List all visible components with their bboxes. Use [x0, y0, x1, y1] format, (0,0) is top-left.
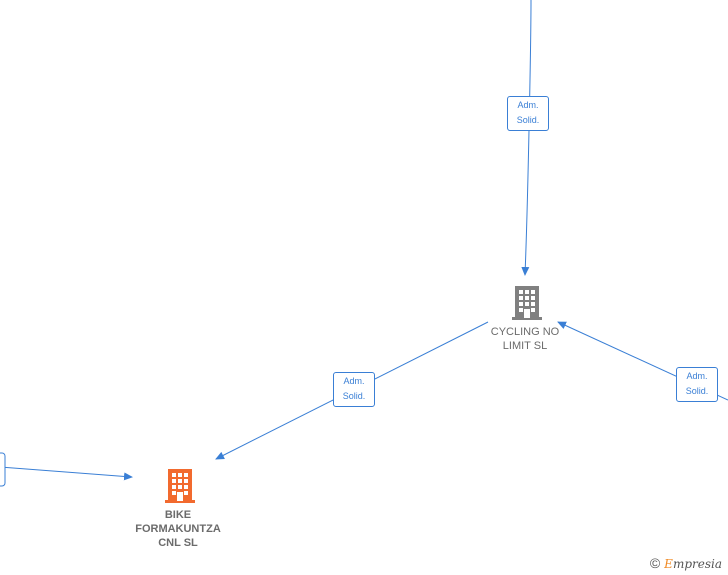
edge-label-top: Adm. Solid.: [507, 96, 549, 131]
edge-left-to-bike: [0, 466, 133, 481]
edge-label-line1: Adm.: [686, 371, 708, 381]
brand-initial: E: [664, 557, 673, 571]
node-label-line3: CNL SL: [158, 537, 198, 549]
copyright-symbol: ©: [649, 555, 661, 571]
edge-label-line2: Solid.: [342, 391, 366, 401]
node-label-bike[interactable]: BIKE FORMAKUNTZA CNL SL: [118, 508, 238, 550]
edge-label-right: Adm. Solid.: [676, 367, 718, 402]
edge-label-line1: Adm.: [343, 376, 365, 386]
edge-top-to-cycling: [521, 0, 532, 276]
building-icon[interactable]: [512, 285, 542, 321]
node-label-line1: BIKE: [164, 509, 192, 521]
edge-label-line2: Solid.: [685, 386, 709, 396]
watermark: ©Empresia: [650, 555, 722, 571]
node-label-line2: FORMAKUNTZA: [135, 523, 221, 535]
node-label-line1: CYCLING NO: [490, 326, 560, 338]
building-icon-focus[interactable]: [165, 468, 195, 504]
edge-label-middle: Adm. Solid.: [333, 372, 375, 407]
brand-logo: Empresia: [664, 557, 722, 571]
node-label-cycling[interactable]: CYCLING NO LIMIT SL: [470, 325, 580, 353]
edge-label-partial-left: [0, 452, 6, 487]
edge-label-line2: Solid.: [516, 115, 540, 125]
node-label-line2: LIMIT SL: [502, 340, 548, 352]
brand-name: mpresia: [672, 557, 722, 571]
edge-label-line1: Adm.: [517, 100, 539, 110]
